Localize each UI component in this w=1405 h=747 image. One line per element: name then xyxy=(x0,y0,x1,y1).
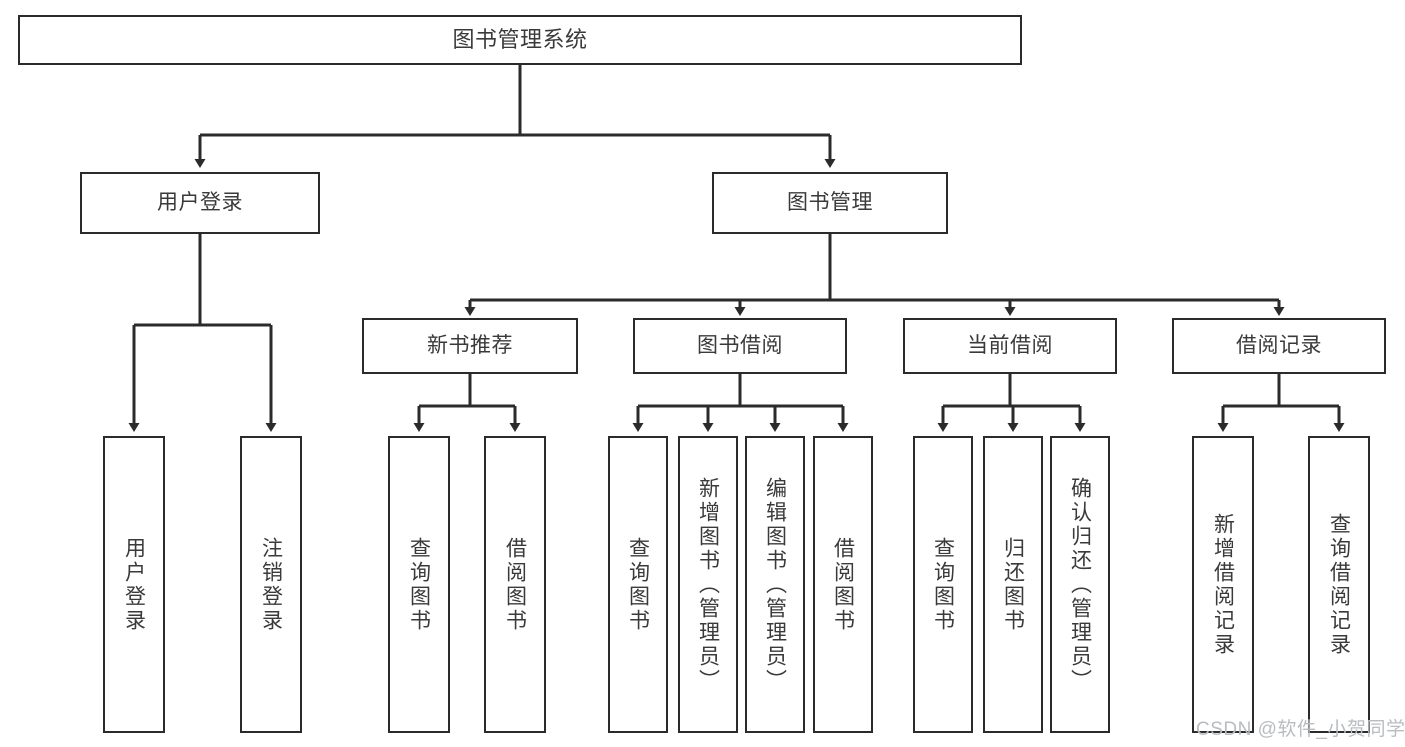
node-confirm-return-admin[interactable]: 确认归还（管理员） xyxy=(1050,436,1110,733)
edge-group-new-book-recommend xyxy=(413,374,521,432)
node-user-login-leaf-label: 用户登录 xyxy=(122,536,146,633)
node-user-logout-leaf-label: 注销登录 xyxy=(259,536,283,633)
node-new-book-recommend-label: 新书推荐 xyxy=(427,333,513,357)
node-query-book-current[interactable]: 查询图书 xyxy=(913,436,973,733)
node-borrow-book-borrow[interactable]: 借阅图书 xyxy=(813,436,873,733)
node-edit-book-admin[interactable]: 编辑图书（管理员） xyxy=(745,436,805,733)
node-borrow-record[interactable]: 借阅记录 xyxy=(1172,318,1386,374)
node-book-borrow-label: 图书借阅 xyxy=(697,333,783,357)
node-add-borrow-record[interactable]: 新增借阅记录 xyxy=(1192,436,1254,733)
node-borrow-book-borrow-label: 借阅图书 xyxy=(831,536,855,633)
node-book-borrow[interactable]: 图书借阅 xyxy=(633,318,847,374)
node-query-book-rec[interactable]: 查询图书 xyxy=(388,436,450,733)
node-user-login-label: 用户登录 xyxy=(157,190,243,214)
node-query-book-borrow-label: 查询图书 xyxy=(626,536,650,633)
node-user-login-leaf[interactable]: 用户登录 xyxy=(103,436,165,733)
node-current-borrow[interactable]: 当前借阅 xyxy=(903,318,1117,374)
node-book-manage[interactable]: 图书管理 xyxy=(712,172,948,234)
node-query-book-borrow[interactable]: 查询图书 xyxy=(608,436,668,733)
node-return-book-label: 归还图书 xyxy=(1001,536,1025,633)
edge-group-root xyxy=(194,65,836,168)
node-root[interactable]: 图书管理系统 xyxy=(18,15,1022,65)
node-confirm-return-admin-label: 确认归还（管理员） xyxy=(1068,476,1092,693)
node-query-book-current-label: 查询图书 xyxy=(931,536,955,633)
node-return-book[interactable]: 归还图书 xyxy=(983,436,1043,733)
node-add-book-admin[interactable]: 新增图书（管理员） xyxy=(678,436,738,733)
edge-group-book-borrow xyxy=(632,374,849,432)
node-query-borrow-record[interactable]: 查询借阅记录 xyxy=(1308,436,1370,733)
edge-group-current-borrow xyxy=(937,374,1086,432)
node-borrow-record-label: 借阅记录 xyxy=(1236,333,1322,357)
node-query-borrow-record-label: 查询借阅记录 xyxy=(1327,512,1351,657)
node-borrow-book-rec[interactable]: 借阅图书 xyxy=(484,436,546,733)
node-new-book-recommend[interactable]: 新书推荐 xyxy=(362,318,578,374)
node-query-book-rec-label: 查询图书 xyxy=(407,536,431,633)
node-user-login[interactable]: 用户登录 xyxy=(80,172,320,234)
edge-group-user-login xyxy=(128,234,277,432)
node-add-book-admin-label: 新增图书（管理员） xyxy=(696,476,720,693)
node-user-logout-leaf[interactable]: 注销登录 xyxy=(240,436,302,733)
csdn-watermark: CSDN @软件_小贺同学 xyxy=(1196,719,1405,740)
node-root-label: 图书管理系统 xyxy=(452,27,588,53)
node-borrow-book-rec-label: 借阅图书 xyxy=(503,536,527,633)
edge-group-book-manage xyxy=(464,234,1285,316)
node-add-borrow-record-label: 新增借阅记录 xyxy=(1211,512,1235,657)
node-current-borrow-label: 当前借阅 xyxy=(967,333,1053,357)
node-edit-book-admin-label: 编辑图书（管理员） xyxy=(763,476,787,693)
node-book-manage-label: 图书管理 xyxy=(787,190,873,214)
edge-group-borrow-record xyxy=(1217,374,1345,432)
